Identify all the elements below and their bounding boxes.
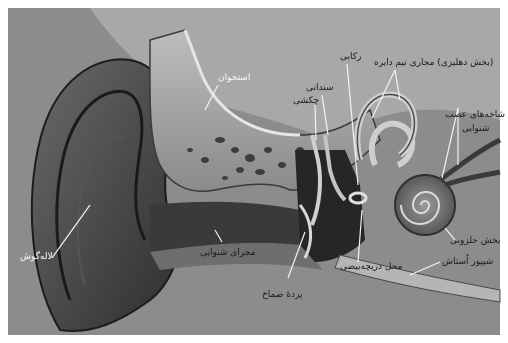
label-stapes: رکابی: [340, 52, 361, 63]
label-eustachian-tube: شیپور اُستاش: [442, 257, 493, 268]
label-cochlea: بخش حلزونی: [450, 236, 501, 247]
label-bone: استخوان: [218, 73, 250, 84]
label-oval-window: محل دریچه‌بیضی: [340, 262, 402, 273]
label-nerve-auditory: شنوایی: [462, 124, 489, 135]
label-nerve-branches: شاخه‌های عصب: [445, 110, 505, 121]
label-ear-canal: مجرای شنوایی: [200, 248, 255, 259]
label-semicircular-canals: (بخش دهلیزی) مجاری نیم دایره: [374, 58, 493, 69]
label-incus: سندانی: [306, 83, 334, 94]
label-eardrum: پردۀ صماخ: [262, 290, 302, 301]
label-auricle: لاله‌گوش: [20, 252, 53, 263]
label-malleus: چکشی: [293, 96, 319, 107]
